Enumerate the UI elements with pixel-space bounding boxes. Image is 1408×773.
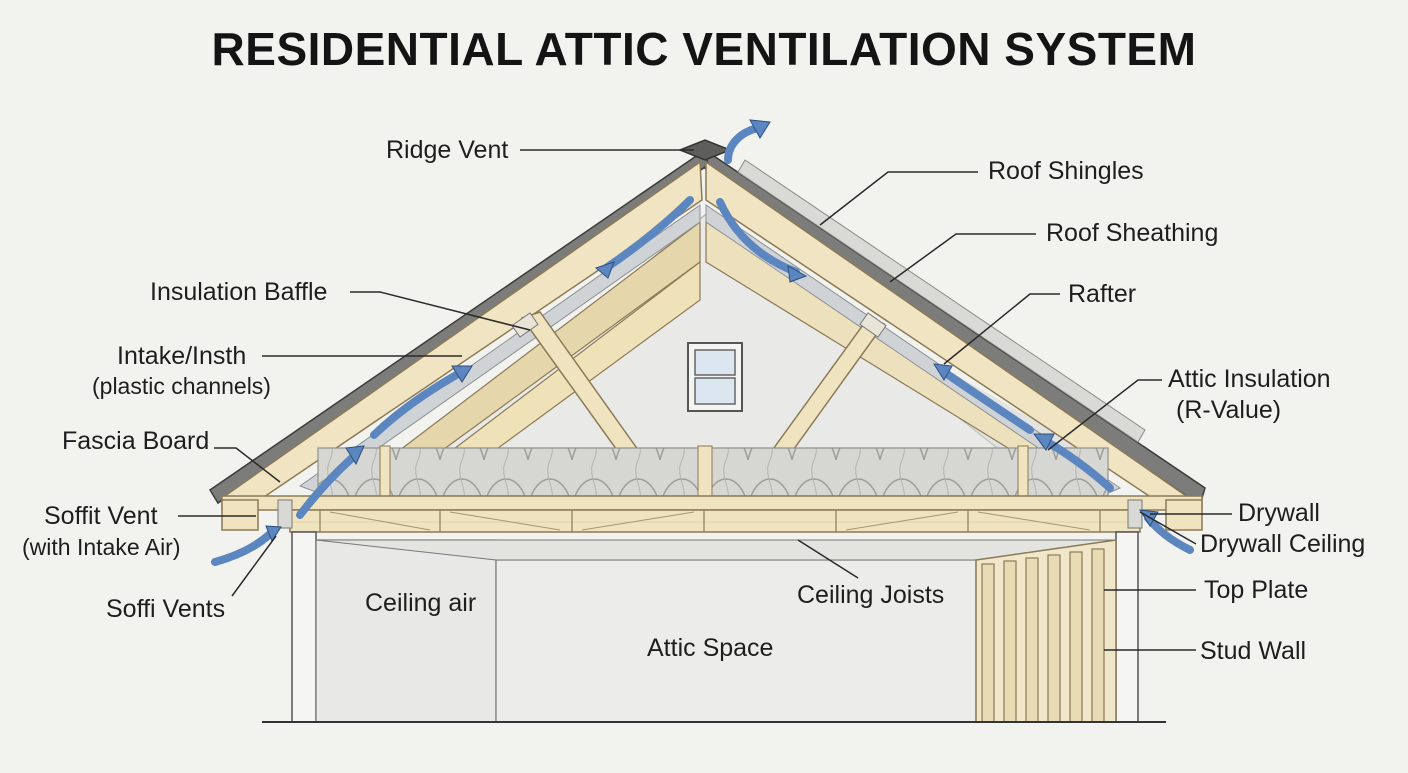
label-fascia-board: Fascia Board	[62, 427, 210, 455]
label-roof-sheathing: Roof Sheathing	[1046, 219, 1219, 247]
label-soffit-vent: Soffit Vent	[44, 502, 158, 530]
label-intake: Intake/Insth	[117, 342, 247, 370]
label-stud-wall: Stud Wall	[1200, 637, 1307, 665]
label-soffit-vent-intake-air: (with Intake Air)	[22, 534, 181, 560]
arrow-exhaust	[724, 124, 762, 164]
label-ceiling-air: Ceiling air	[365, 589, 477, 617]
label-drywall-ceiling: Drywall Ceiling	[1200, 530, 1366, 558]
label-ceiling-joists: Ceiling Joists	[797, 581, 945, 609]
arrow-baffle-left-2	[370, 370, 462, 439]
label-insulation-baffle: Insulation Baffle	[150, 278, 328, 306]
label-attic-space: Attic Space	[647, 634, 774, 662]
walls	[262, 531, 1166, 723]
label-attic-insulation-rvalue: (R-Value)	[1176, 396, 1282, 424]
rafters	[221, 160, 1193, 522]
arrow-baffle-right-1	[716, 198, 800, 276]
arrow-baffle-left-1	[296, 454, 356, 519]
diagram-title: RESIDENTIAL ATTIC VENTILATION SYSTEM	[211, 23, 1197, 75]
roof-covering	[208, 139, 1206, 507]
label-ridge-vent: Ridge Vent	[386, 136, 509, 164]
label-attic-insulation: Attic Insulation	[1168, 365, 1331, 393]
attic-window	[687, 342, 743, 412]
label-rafter: Rafter	[1068, 280, 1137, 308]
label-top-plate: Top Plate	[1204, 576, 1309, 604]
arrow-baffle-right-2	[940, 368, 1034, 434]
label-soffi-vents: Soffi Vents	[106, 595, 226, 623]
arrow-intake-left	[211, 530, 274, 566]
label-roof-shingles: Roof Shingles	[988, 157, 1144, 185]
label-drywall: Drywall	[1238, 499, 1320, 527]
leader-lines	[178, 149, 1232, 651]
attic-floor-insulation	[317, 445, 1109, 497]
arrow-baffle-right-3	[1040, 436, 1114, 492]
label-intake-plastic-channels: (plastic channels)	[92, 373, 271, 399]
arrow-baffle-left-3	[602, 196, 694, 272]
ceiling-joists	[221, 495, 1203, 533]
